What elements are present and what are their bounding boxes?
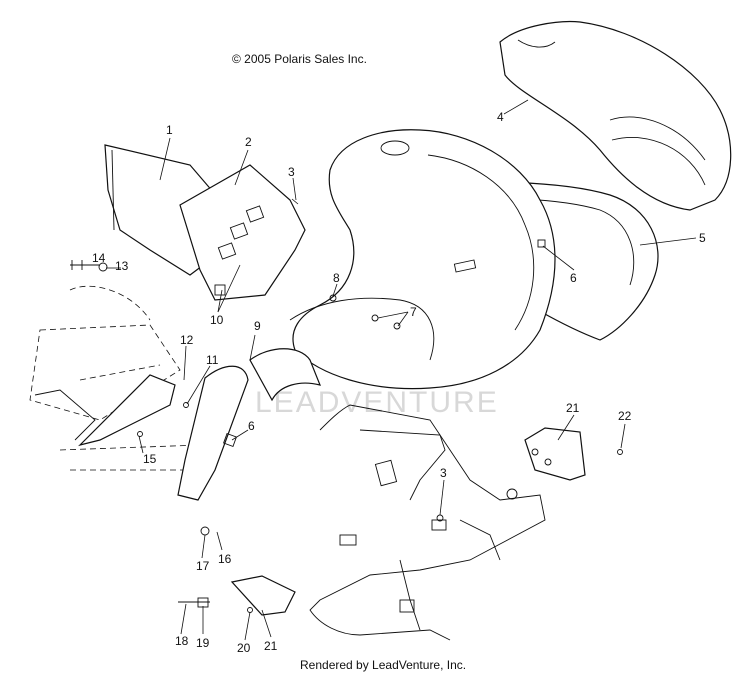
watermark-text: LEADVENTURE [255,386,499,419]
callout-21-lower: 21 [264,639,278,653]
callout-4: 4 [497,110,504,124]
part-21-bracket-upper [524,427,586,481]
part-9-fender-flare [249,348,321,402]
callout-10: 10 [210,313,224,327]
footrest-frame [29,285,210,471]
part-21-bracket-lower [230,575,296,616]
callout-8: 8 [333,271,340,285]
callout-21-upper: 21 [566,401,580,415]
callout-22: 22 [618,409,632,423]
watermark: LEADVENTURE [255,296,499,419]
lower-frame [309,404,546,641]
callout-14: 14 [92,251,106,265]
part-4-seat [499,21,732,211]
callout-12: 12 [180,333,194,347]
fender-inner [177,365,249,501]
callout-6-upper: 6 [570,271,577,285]
callout-5: 5 [699,231,706,245]
callout-16: 16 [218,552,232,566]
callout-19: 19 [196,636,210,650]
part-12-bracket [78,374,176,447]
front-body-panel [289,129,556,390]
callout-9: 9 [254,319,261,333]
rendered-by-text: Rendered by LeadVenture, Inc. [300,658,467,672]
callout-13: 13 [115,259,129,273]
callout-18: 18 [175,634,189,648]
callout-2: 2 [245,135,252,149]
callout-6-lower: 6 [248,419,255,433]
part-2-footwell [179,164,306,301]
callout-3-upper: 3 [288,165,295,179]
callout-20: 20 [237,641,251,655]
callout-17: 17 [196,559,210,573]
copyright-text: © 2005 Polaris Sales Inc. [232,52,367,66]
leader-lines [106,99,697,641]
callout-7: 7 [410,305,417,319]
hardware [70,198,623,613]
callout-11: 11 [206,353,219,367]
callout-1: 1 [166,123,173,137]
callout-3-lower: 3 [440,466,447,480]
callout-15: 15 [143,452,157,466]
callouts: 1 2 3 4 5 6 7 8 9 10 11 12 13 14 15 16 1… [92,110,706,655]
